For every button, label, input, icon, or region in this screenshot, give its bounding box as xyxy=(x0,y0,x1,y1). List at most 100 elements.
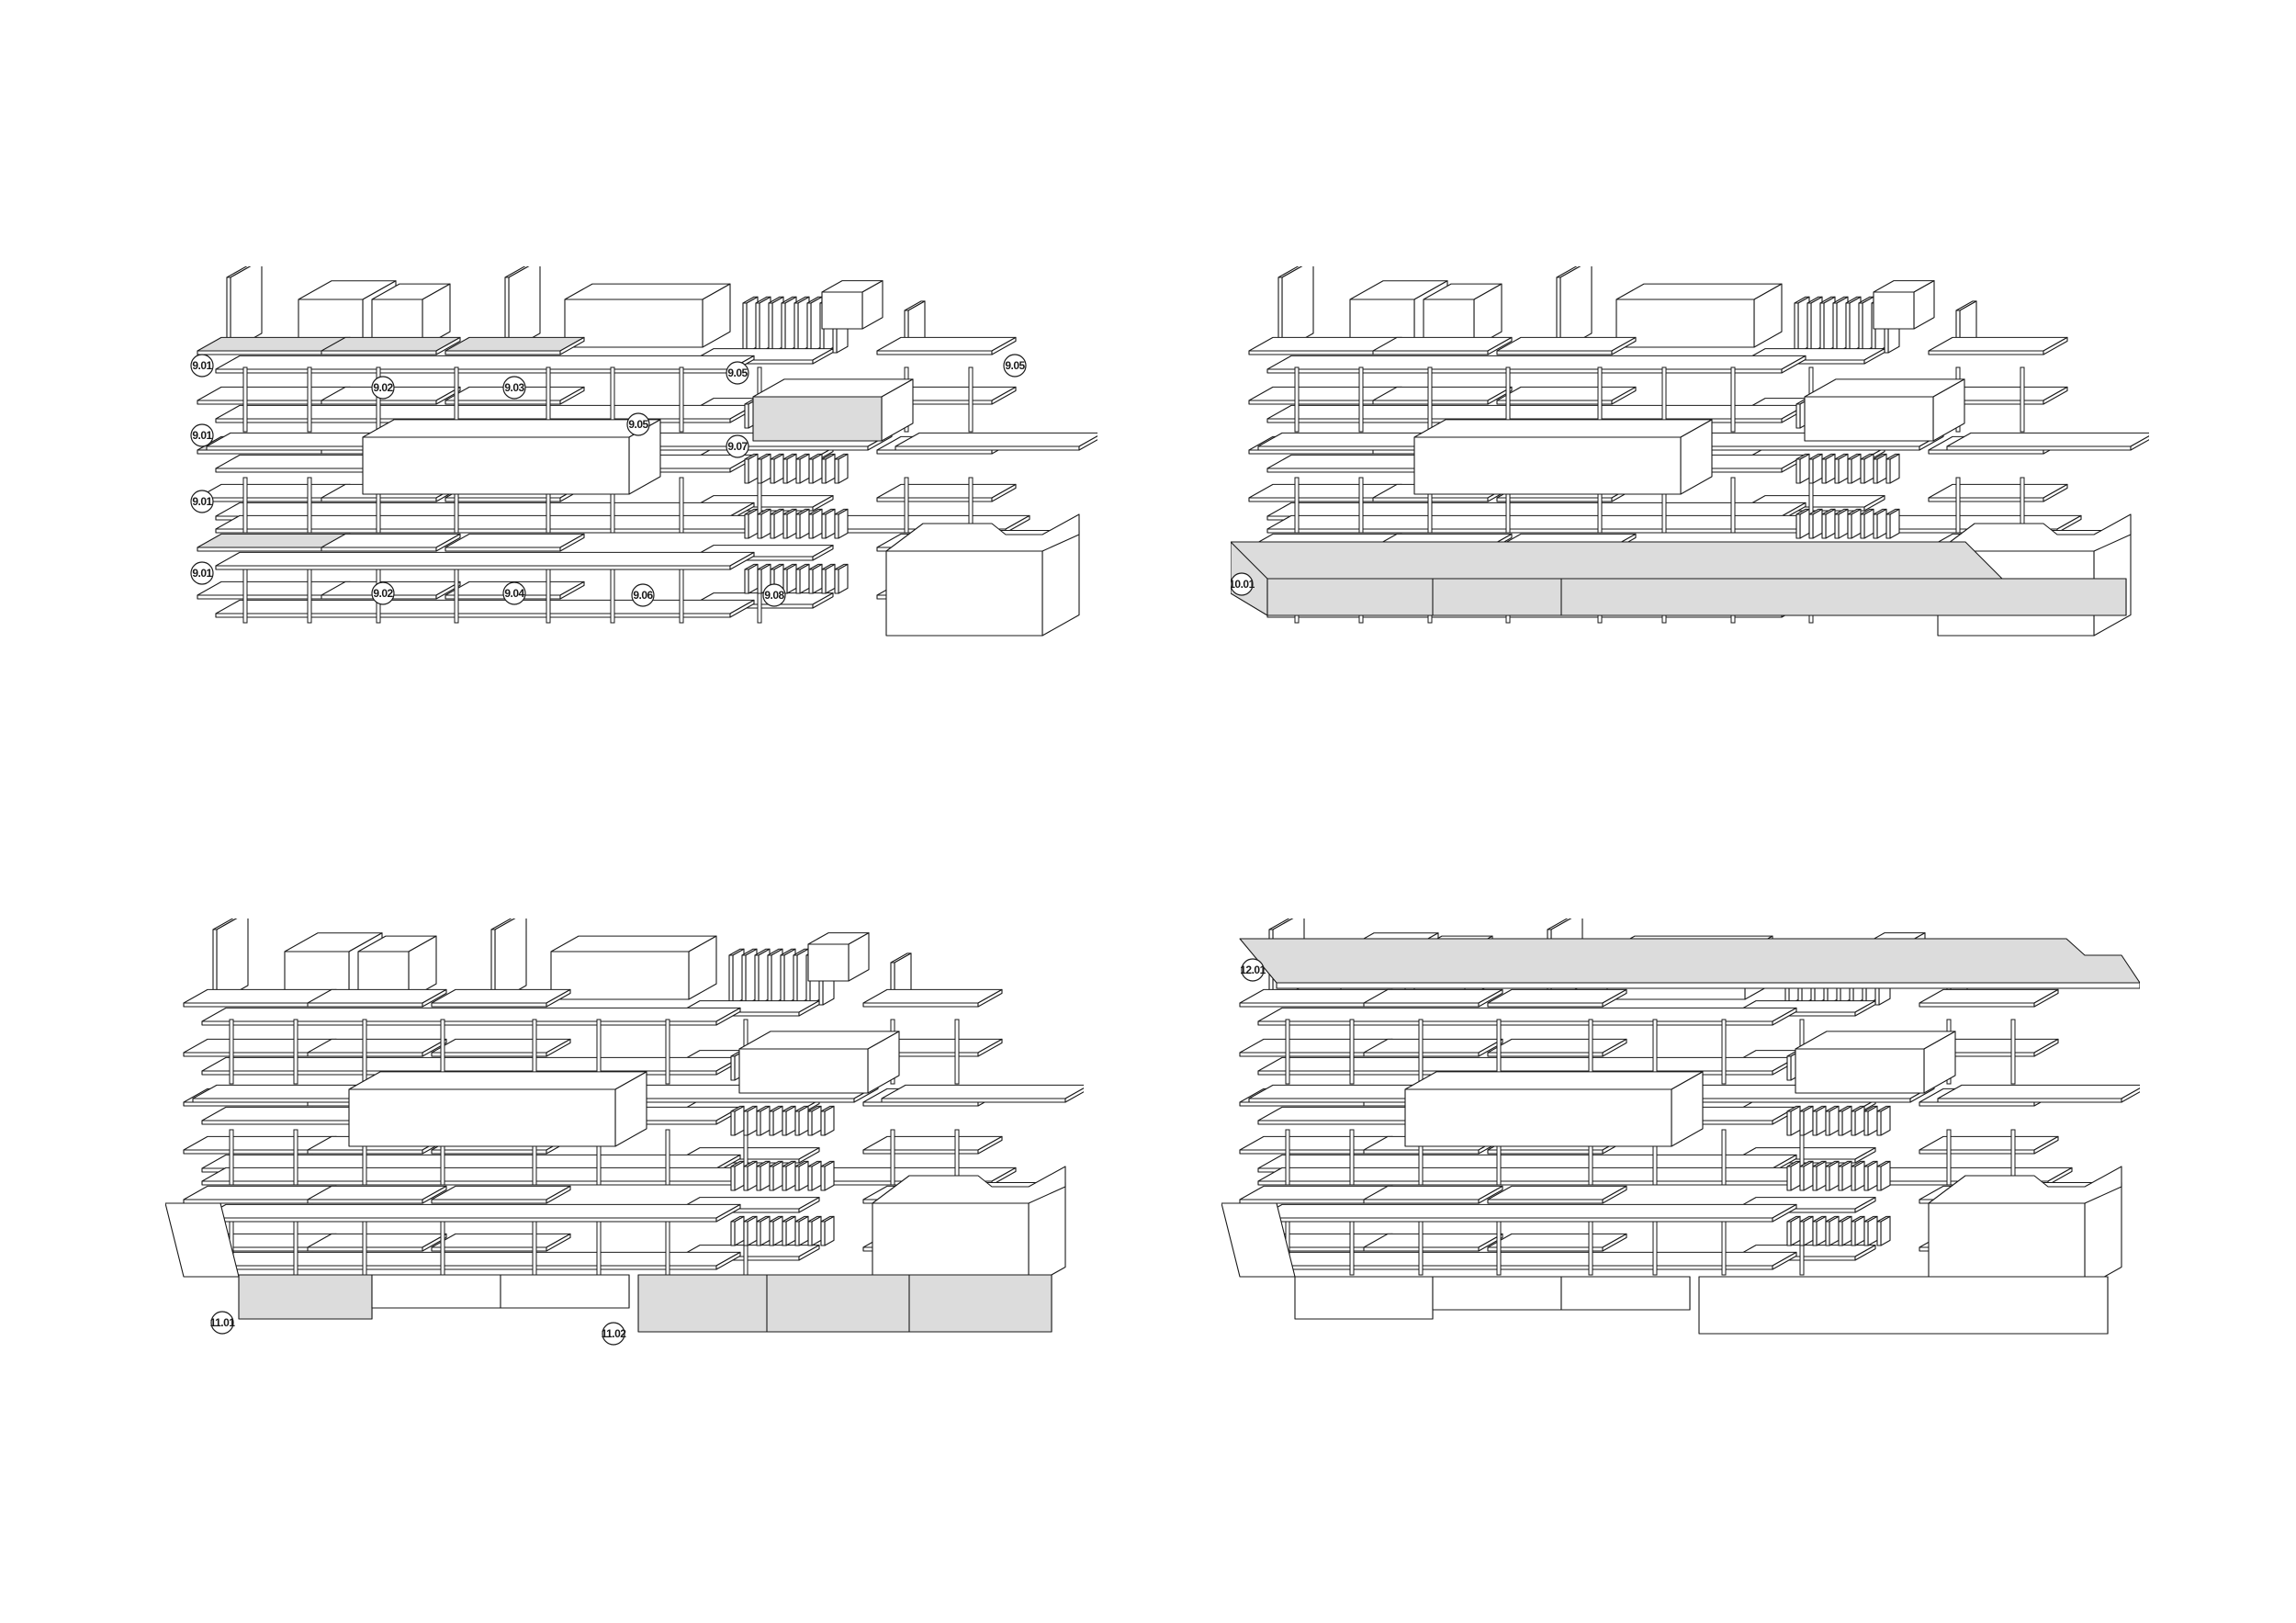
tag-label: 9.01 xyxy=(192,495,212,508)
louvre-fin-face xyxy=(799,563,810,594)
slab-edge xyxy=(431,1052,547,1057)
slab-edge xyxy=(183,1199,313,1204)
long-slab xyxy=(215,599,755,614)
louvre-fin-face xyxy=(1790,1215,1801,1246)
louvre-fin-edge xyxy=(770,513,775,539)
slab-side xyxy=(798,1147,820,1164)
louvre-fin-face xyxy=(785,1160,796,1191)
louvre-fin-edge xyxy=(743,1110,748,1136)
cantilever-slab xyxy=(1937,1084,2146,1099)
tag-label: 9.08 xyxy=(764,589,784,602)
louvre-fin-edge xyxy=(807,1110,813,1136)
column xyxy=(904,477,909,534)
slab-side xyxy=(977,988,1003,1008)
column xyxy=(596,1221,602,1276)
column xyxy=(1349,1019,1355,1085)
louvre-fin-edge xyxy=(770,458,775,484)
louvre-fin-edge xyxy=(780,954,785,1006)
tag-label: 9.06 xyxy=(633,589,653,602)
slab-side xyxy=(2033,1038,2059,1057)
slab-edge xyxy=(1928,350,2044,355)
slab-side xyxy=(2043,483,2068,502)
tag-bubble xyxy=(602,1322,625,1346)
podium-top xyxy=(1230,541,2003,580)
slab-edge xyxy=(876,350,993,355)
louvre-fin-face xyxy=(748,508,759,539)
slab-side xyxy=(798,1245,820,1261)
louvre-fin-edge xyxy=(808,513,814,539)
louvre-fin-face xyxy=(772,1105,783,1136)
tag-bubble xyxy=(1230,572,1254,596)
slab-side xyxy=(715,1251,741,1270)
slab-edge xyxy=(1239,1101,1369,1107)
slab-edge xyxy=(1239,1199,1369,1204)
louvre-fin-edge xyxy=(795,513,801,539)
tag-label: 9.05 xyxy=(628,418,648,431)
louvre-fin-edge xyxy=(1795,513,1801,539)
louvre-fin-edge xyxy=(744,458,749,484)
slab-side xyxy=(991,483,1017,502)
column xyxy=(440,1221,445,1276)
roof-slab-edge xyxy=(1276,982,2141,989)
slab-side xyxy=(1611,336,1637,355)
louvre-fin-edge xyxy=(807,1166,813,1191)
louvre-fin-edge xyxy=(793,954,798,1006)
plinth-block-front xyxy=(371,1274,501,1309)
slab-edge xyxy=(1946,445,2132,451)
tag-bubble xyxy=(190,423,214,447)
louvre-fin-edge xyxy=(757,458,762,484)
louvre-fin-face xyxy=(734,1215,745,1246)
tag-label: 11.02 xyxy=(602,1327,627,1340)
tag-label: 12.01 xyxy=(1240,964,1266,976)
slab-side xyxy=(546,988,571,1008)
louvre-fin-edge xyxy=(1885,458,1891,484)
slab-side xyxy=(1854,1197,1876,1213)
louvre-fin-edge xyxy=(1851,1166,1856,1191)
slab-edge xyxy=(1487,1052,1604,1057)
slab-edge xyxy=(1487,1246,1604,1252)
louvre-fin-edge xyxy=(1834,513,1840,539)
tag-bubble xyxy=(190,354,214,378)
louvre-fin-edge xyxy=(744,513,749,539)
slab-side xyxy=(546,1233,571,1252)
tower-volume-front xyxy=(1928,1202,2086,1289)
plinth-block-front xyxy=(1294,1276,1434,1320)
slab-edge xyxy=(197,449,327,455)
slab-edge xyxy=(862,1002,979,1008)
louvre-fin-face xyxy=(812,563,823,594)
column xyxy=(1496,1221,1502,1276)
slab-edge xyxy=(1257,1265,1773,1270)
slab-side xyxy=(1478,988,1503,1008)
cantilever-slab xyxy=(895,432,1104,447)
column xyxy=(242,477,248,534)
louvre-fin-face xyxy=(811,1160,822,1191)
louvre-fin-face xyxy=(811,1105,822,1136)
louvre-fin-face xyxy=(734,1105,745,1136)
louvre-fin-edge xyxy=(1799,1221,1805,1246)
louvre-fin-face xyxy=(1851,508,1862,539)
louvre-fin-face xyxy=(760,1160,771,1191)
long-slab xyxy=(201,1154,741,1169)
column xyxy=(454,569,459,624)
slab-side xyxy=(812,545,834,561)
stair-core-top-top xyxy=(550,935,717,952)
slab-edge xyxy=(1248,497,1379,502)
louvre-fin-edge xyxy=(782,1221,787,1246)
louvre-fin-face xyxy=(1799,453,1810,484)
louvre-fin-edge xyxy=(769,1166,774,1191)
column xyxy=(1652,1221,1658,1276)
column xyxy=(2010,1019,2016,1085)
slab-edge xyxy=(876,497,993,502)
slab-side xyxy=(435,336,461,355)
louvre-fin-edge xyxy=(1873,513,1878,539)
louvre-fin-edge xyxy=(834,513,839,539)
louvre-fin-face xyxy=(1803,1215,1814,1246)
column xyxy=(546,569,551,624)
slab-side xyxy=(559,336,585,355)
slab-edge xyxy=(197,497,327,502)
slab-edge xyxy=(431,1149,547,1155)
louvre-fin-edge xyxy=(769,1221,774,1246)
column xyxy=(229,1019,234,1085)
roof-slab xyxy=(1239,938,2141,984)
